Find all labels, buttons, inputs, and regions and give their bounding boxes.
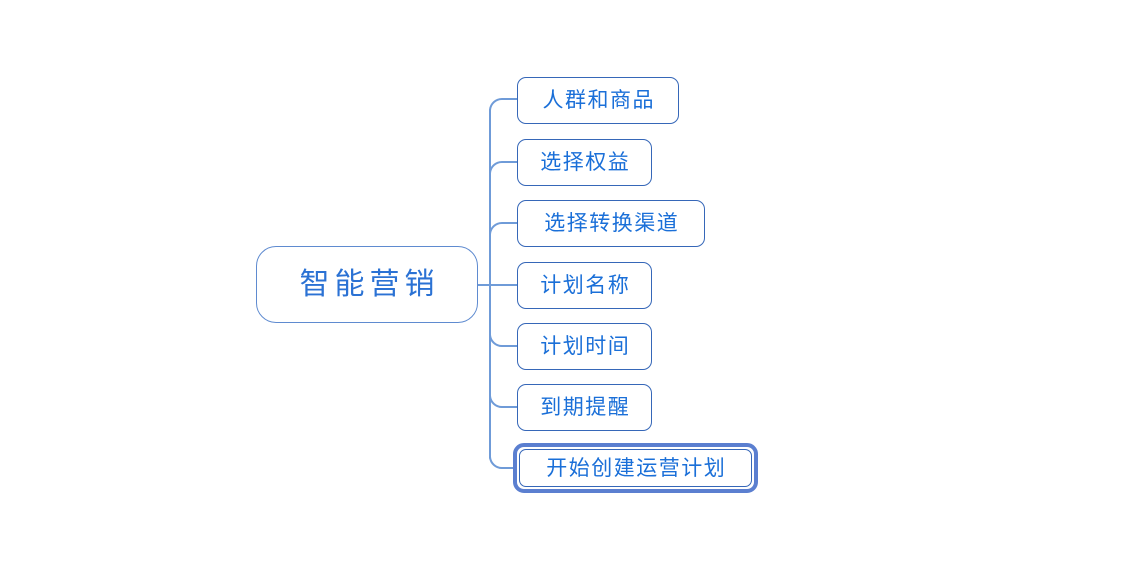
connector-child-5 — [489, 334, 518, 348]
child-node-6[interactable]: 到期提醒 — [517, 384, 652, 431]
connector-child-3 — [489, 221, 518, 235]
root-node-label: 智能营销 — [299, 267, 440, 301]
child-node-7-label: 开始创建运营计划 — [546, 456, 727, 480]
child-node-6-label: 到期提醒 — [540, 396, 631, 419]
connector-child-6 — [489, 395, 518, 409]
child-node-5-label: 计划时间 — [540, 335, 631, 358]
child-node-1[interactable]: 人群和商品 — [517, 77, 679, 124]
child-node-7-inner-frame: 开始创建运营计划 — [519, 449, 752, 487]
root-node[interactable]: 智能营销 — [256, 246, 478, 323]
connector-child-1 — [489, 97, 518, 111]
child-node-4[interactable]: 计划名称 — [517, 262, 652, 309]
child-node-3[interactable]: 选择转换渠道 — [517, 200, 705, 247]
child-node-3-label: 选择转换渠道 — [544, 212, 680, 235]
child-node-1-label: 人群和商品 — [542, 89, 655, 112]
child-node-7-selected[interactable]: 开始创建运营计划 — [513, 443, 758, 493]
connector-child-7 — [489, 456, 516, 470]
child-node-5[interactable]: 计划时间 — [517, 323, 652, 370]
child-node-4-label: 计划名称 — [540, 274, 631, 297]
connector-child-2 — [489, 160, 518, 174]
child-node-2-label: 选择权益 — [540, 151, 631, 174]
child-node-2[interactable]: 选择权益 — [517, 139, 652, 186]
